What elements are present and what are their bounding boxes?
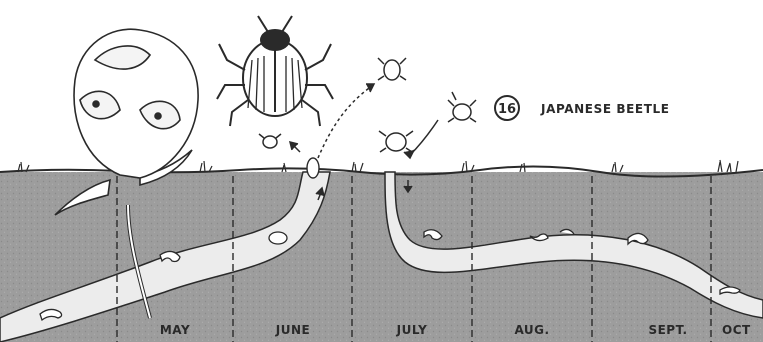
- month-label: JUNE: [275, 323, 310, 337]
- figure-number-badge: 16: [495, 96, 519, 120]
- beetle-icon: [217, 16, 333, 126]
- month-label: MAY: [160, 323, 190, 337]
- figure-title: JAPANESE BEETLE: [540, 102, 670, 116]
- pupa: [307, 158, 319, 178]
- month-label: AUG.: [514, 323, 549, 337]
- month-label: JULY: [396, 323, 428, 337]
- month-label: OCT: [722, 323, 751, 337]
- month-label: SEPT.: [648, 323, 687, 337]
- figure-number: 16: [498, 102, 516, 117]
